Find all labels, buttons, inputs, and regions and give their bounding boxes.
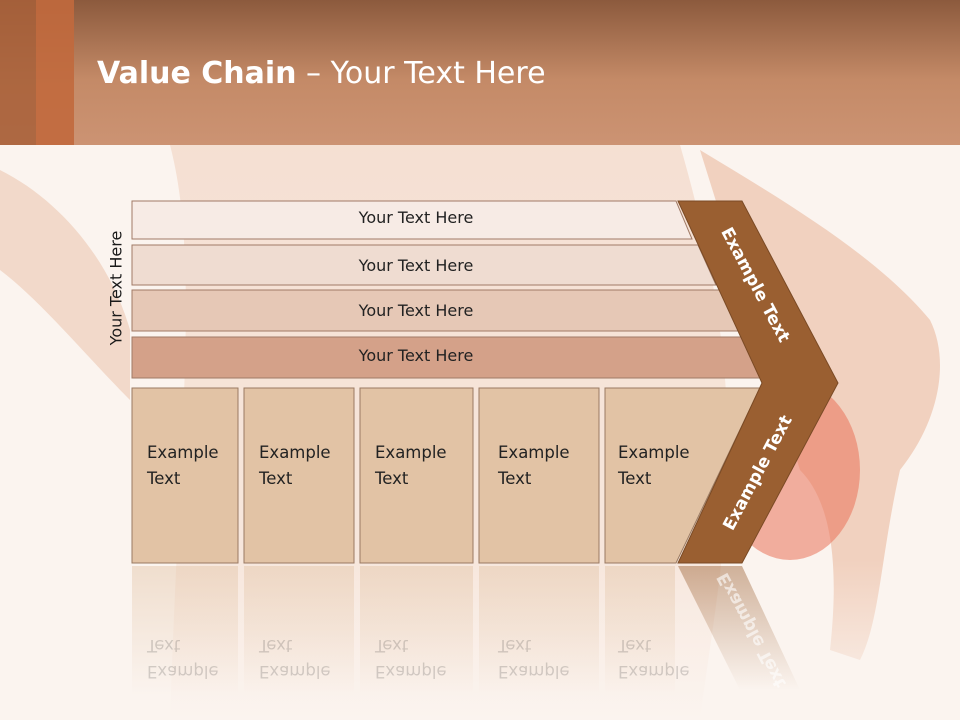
- reflection: [132, 566, 238, 696]
- support-row-2: [131, 244, 717, 286]
- reflection: [678, 566, 800, 690]
- reflection: [479, 566, 599, 696]
- reflection: [244, 566, 354, 696]
- support-row-label: Your Text Here: [358, 256, 474, 275]
- header-bar: [0, 0, 960, 145]
- title-bold: Value Chain: [97, 56, 297, 91]
- header-accent-strip: [0, 0, 36, 145]
- support-row-label: Your Text Here: [358, 301, 474, 320]
- reflection: [360, 566, 473, 696]
- primary-box-5: [604, 387, 761, 564]
- slide-title: Value Chain – Your Text Here: [97, 52, 546, 96]
- margin-chevron: [677, 200, 839, 564]
- primary-box-3: [359, 387, 474, 564]
- primary-box-1: [131, 387, 239, 564]
- support-row-label: Your Text Here: [358, 208, 474, 227]
- primary-box-2: [243, 387, 355, 564]
- header-accent-strip: [36, 0, 74, 145]
- title-rest: – Your Text Here: [296, 56, 546, 91]
- reflection: [605, 566, 675, 696]
- support-row-label: Your Text Here: [358, 346, 474, 365]
- support-row-1: [131, 200, 693, 240]
- side-label: Your Text Here: [106, 230, 126, 346]
- primary-box-4: [478, 387, 600, 564]
